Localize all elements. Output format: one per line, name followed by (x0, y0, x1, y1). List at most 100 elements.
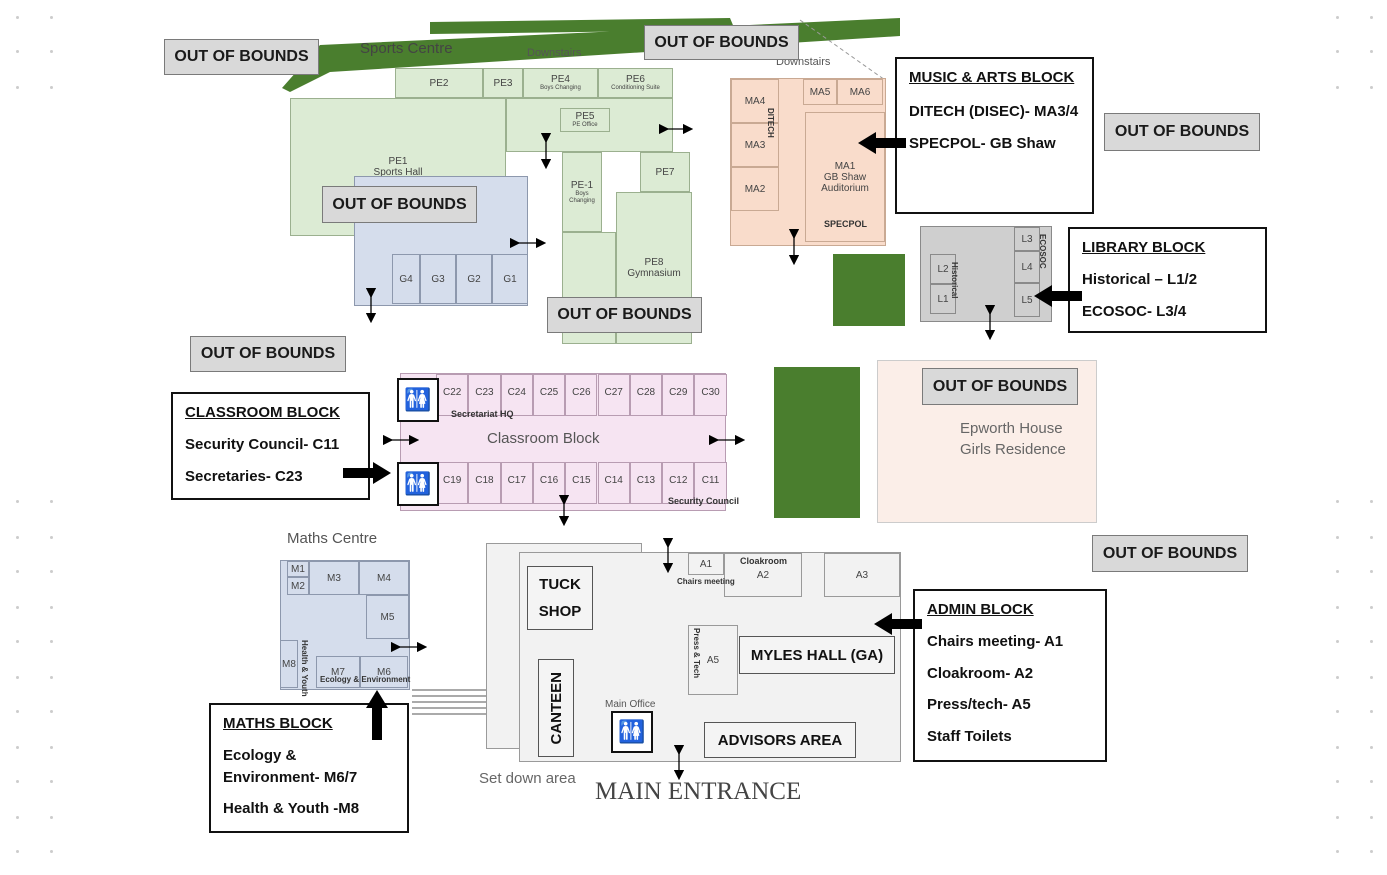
background-dot (50, 640, 53, 643)
out-of-bounds-box: OUT OF BOUNDS (1104, 113, 1260, 151)
background-dot (1370, 500, 1373, 503)
room-a3: A3 (824, 553, 900, 597)
room-pe5-label: PE5 (575, 111, 595, 123)
music-arts-line: SPECPOL- GB Shaw (909, 134, 1056, 152)
admin-heading: ADMIN BLOCK (927, 601, 1034, 618)
room-pe4-sub: Boys Changing (540, 85, 581, 92)
room-c13: C13 (629, 462, 663, 504)
background-dot (1336, 570, 1339, 573)
room-c24: C24 (500, 374, 533, 416)
room-c27: C27 (597, 374, 630, 416)
library-line: Historical – L1/2 (1082, 270, 1198, 288)
background-dot (1370, 816, 1373, 819)
room-ma3: MA3 (731, 123, 779, 167)
room-m2: M2 (287, 577, 309, 595)
background-dot (50, 536, 53, 539)
room-m1: M1 (287, 561, 309, 577)
music-arts-heading: MUSIC & ARTS BLOCK (909, 69, 1075, 86)
room-ma1: MA1 GB Shaw Auditorium (805, 112, 885, 242)
background-dot (1336, 500, 1339, 503)
background-dot (1370, 640, 1373, 643)
room-c26: C26 (565, 374, 598, 416)
background-dot (1336, 86, 1339, 89)
room-c14: C14 (597, 462, 630, 504)
room-pe4: PE4 Boys Changing (523, 68, 598, 98)
myles-hall-box: MYLES HALL (GA) (739, 636, 895, 674)
admin-line: Chairs meeting- A1 (927, 632, 1064, 650)
room-ma6: MA6 (837, 79, 883, 105)
background-dot (1336, 640, 1339, 643)
main-office-label: Main Office (605, 699, 656, 710)
library-legend: LIBRARY BLOCK Historical – L1/2 ECOSOC- … (1068, 227, 1267, 333)
out-of-bounds-box: OUT OF BOUNDS (322, 186, 477, 223)
ecology-environment-label: Ecology & Environment (320, 675, 411, 684)
background-dot (16, 850, 19, 853)
background-dot (16, 50, 19, 53)
pointer-arrow-music (858, 132, 906, 154)
classroom-legend: CLASSROOM BLOCK Security Council- C11 Se… (171, 392, 370, 500)
maths-heading: MATHS BLOCK (223, 715, 333, 732)
background-dot (16, 710, 19, 713)
room-c25: C25 (532, 374, 566, 416)
background-dot (16, 16, 19, 19)
advisors-area-box: ADVISORS AREA (704, 722, 856, 758)
room-ma2: MA2 (731, 167, 779, 211)
room-pe2: PE2 (395, 68, 483, 98)
maths-centre-label: Maths Centre (287, 530, 378, 547)
epworth-house-label: Epworth House Girls Residence (960, 420, 1066, 458)
room-pe6-label: PE6 (626, 74, 645, 86)
room-g2: G2 (456, 254, 492, 304)
background-dot (50, 570, 53, 573)
music-arts-legend: MUSIC & ARTS BLOCK DITECH (DISEC)- MA3/4… (895, 57, 1094, 214)
room-m8: M8 (280, 640, 298, 688)
room-pe-1-sub: Boys Changing (569, 190, 595, 204)
room-m6: M6 (360, 656, 408, 688)
background-dot (1336, 710, 1339, 713)
room-a1: A1 (688, 553, 724, 575)
classroom-heading: CLASSROOM BLOCK (185, 404, 340, 421)
background-dot (16, 640, 19, 643)
background-dot (1336, 536, 1339, 539)
historical-label: Historical (950, 262, 959, 299)
room-a2: A2 (724, 553, 802, 597)
out-of-bounds-box: OUT OF BOUNDS (1092, 535, 1248, 572)
health-youth-label: Health & Youth (300, 640, 309, 697)
room-pe5-sub: PE Office (572, 122, 598, 129)
background-dot (1370, 86, 1373, 89)
room-pe3: PE3 (483, 68, 523, 98)
background-dot (1336, 746, 1339, 749)
background-dot (16, 780, 19, 783)
background-dot (1370, 606, 1373, 609)
background-dot (1336, 780, 1339, 783)
classroom-line: Security Council- C11 (185, 435, 340, 453)
set-down-area-label: Set down area (479, 770, 576, 787)
background-dot (1370, 676, 1373, 679)
room-a5: A5 (688, 625, 738, 695)
background-dot (1370, 746, 1373, 749)
background-dot (1370, 850, 1373, 853)
background-dot (50, 816, 53, 819)
background-dot (50, 676, 53, 679)
secretariat-hq-label: Secretariat HQ (451, 409, 514, 419)
room-ma5: MA5 (803, 79, 837, 105)
room-l2: L2 (930, 254, 956, 284)
ditech-label: DITECH (766, 108, 775, 138)
out-of-bounds-box: OUT OF BOUNDS (922, 368, 1078, 405)
room-m5: M5 (366, 595, 409, 639)
music-arts-line: DITECH (DISEC)- MA3/4 (909, 102, 1079, 120)
room-c30: C30 (694, 374, 727, 416)
classroom-line: Secretaries- C23 (185, 467, 303, 485)
background-dot (16, 676, 19, 679)
room-pe7: PE7 (640, 152, 690, 192)
toilet-icon: 🚻 (611, 711, 653, 753)
cloakroom-label: Cloakroom (740, 556, 788, 566)
room-c11: C11 (694, 462, 727, 504)
specpol-label: SPECPOL (824, 219, 868, 229)
green-lawn (833, 254, 905, 326)
pointer-arrow-admin (874, 613, 922, 635)
background-dot (50, 710, 53, 713)
room-c18: C18 (468, 462, 501, 504)
out-of-bounds-box: OUT OF BOUNDS (164, 39, 319, 75)
tuck-shop-line2: SHOP (538, 603, 582, 620)
background-dot (1370, 570, 1373, 573)
